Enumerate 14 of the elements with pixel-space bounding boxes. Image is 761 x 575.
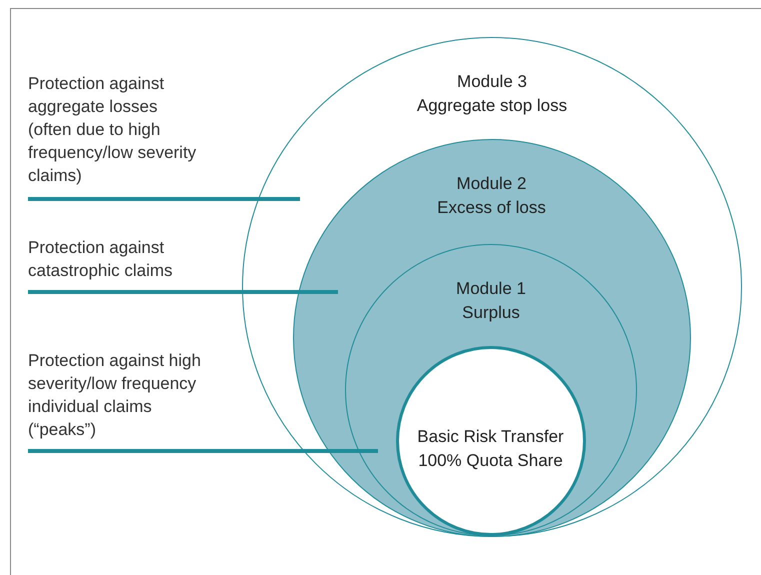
circle-heading: Module 3 <box>456 71 528 93</box>
circle-text: Aggregate stop loss <box>416 95 568 117</box>
callout-text: Protection against high severity/low frequency individual claims (“peaks”) <box>28 350 202 441</box>
leader-line <box>28 197 300 201</box>
circle-text: Surplus <box>461 302 521 324</box>
leader-line <box>28 449 378 453</box>
circle-text: Excess of loss <box>436 196 547 218</box>
leader-line <box>28 290 338 294</box>
circle-heading: Module 1 <box>455 278 527 300</box>
callout-text: Protection against catastrophic claims <box>28 237 174 282</box>
circle-heading: Basic Risk Transfer <box>416 426 565 448</box>
circle-heading: Module 2 <box>456 172 528 194</box>
callout-text: Protection against aggregate losses (often due to high frequency/low severity claims) <box>28 73 198 187</box>
circle-text: 100% Quota Share <box>417 450 564 472</box>
